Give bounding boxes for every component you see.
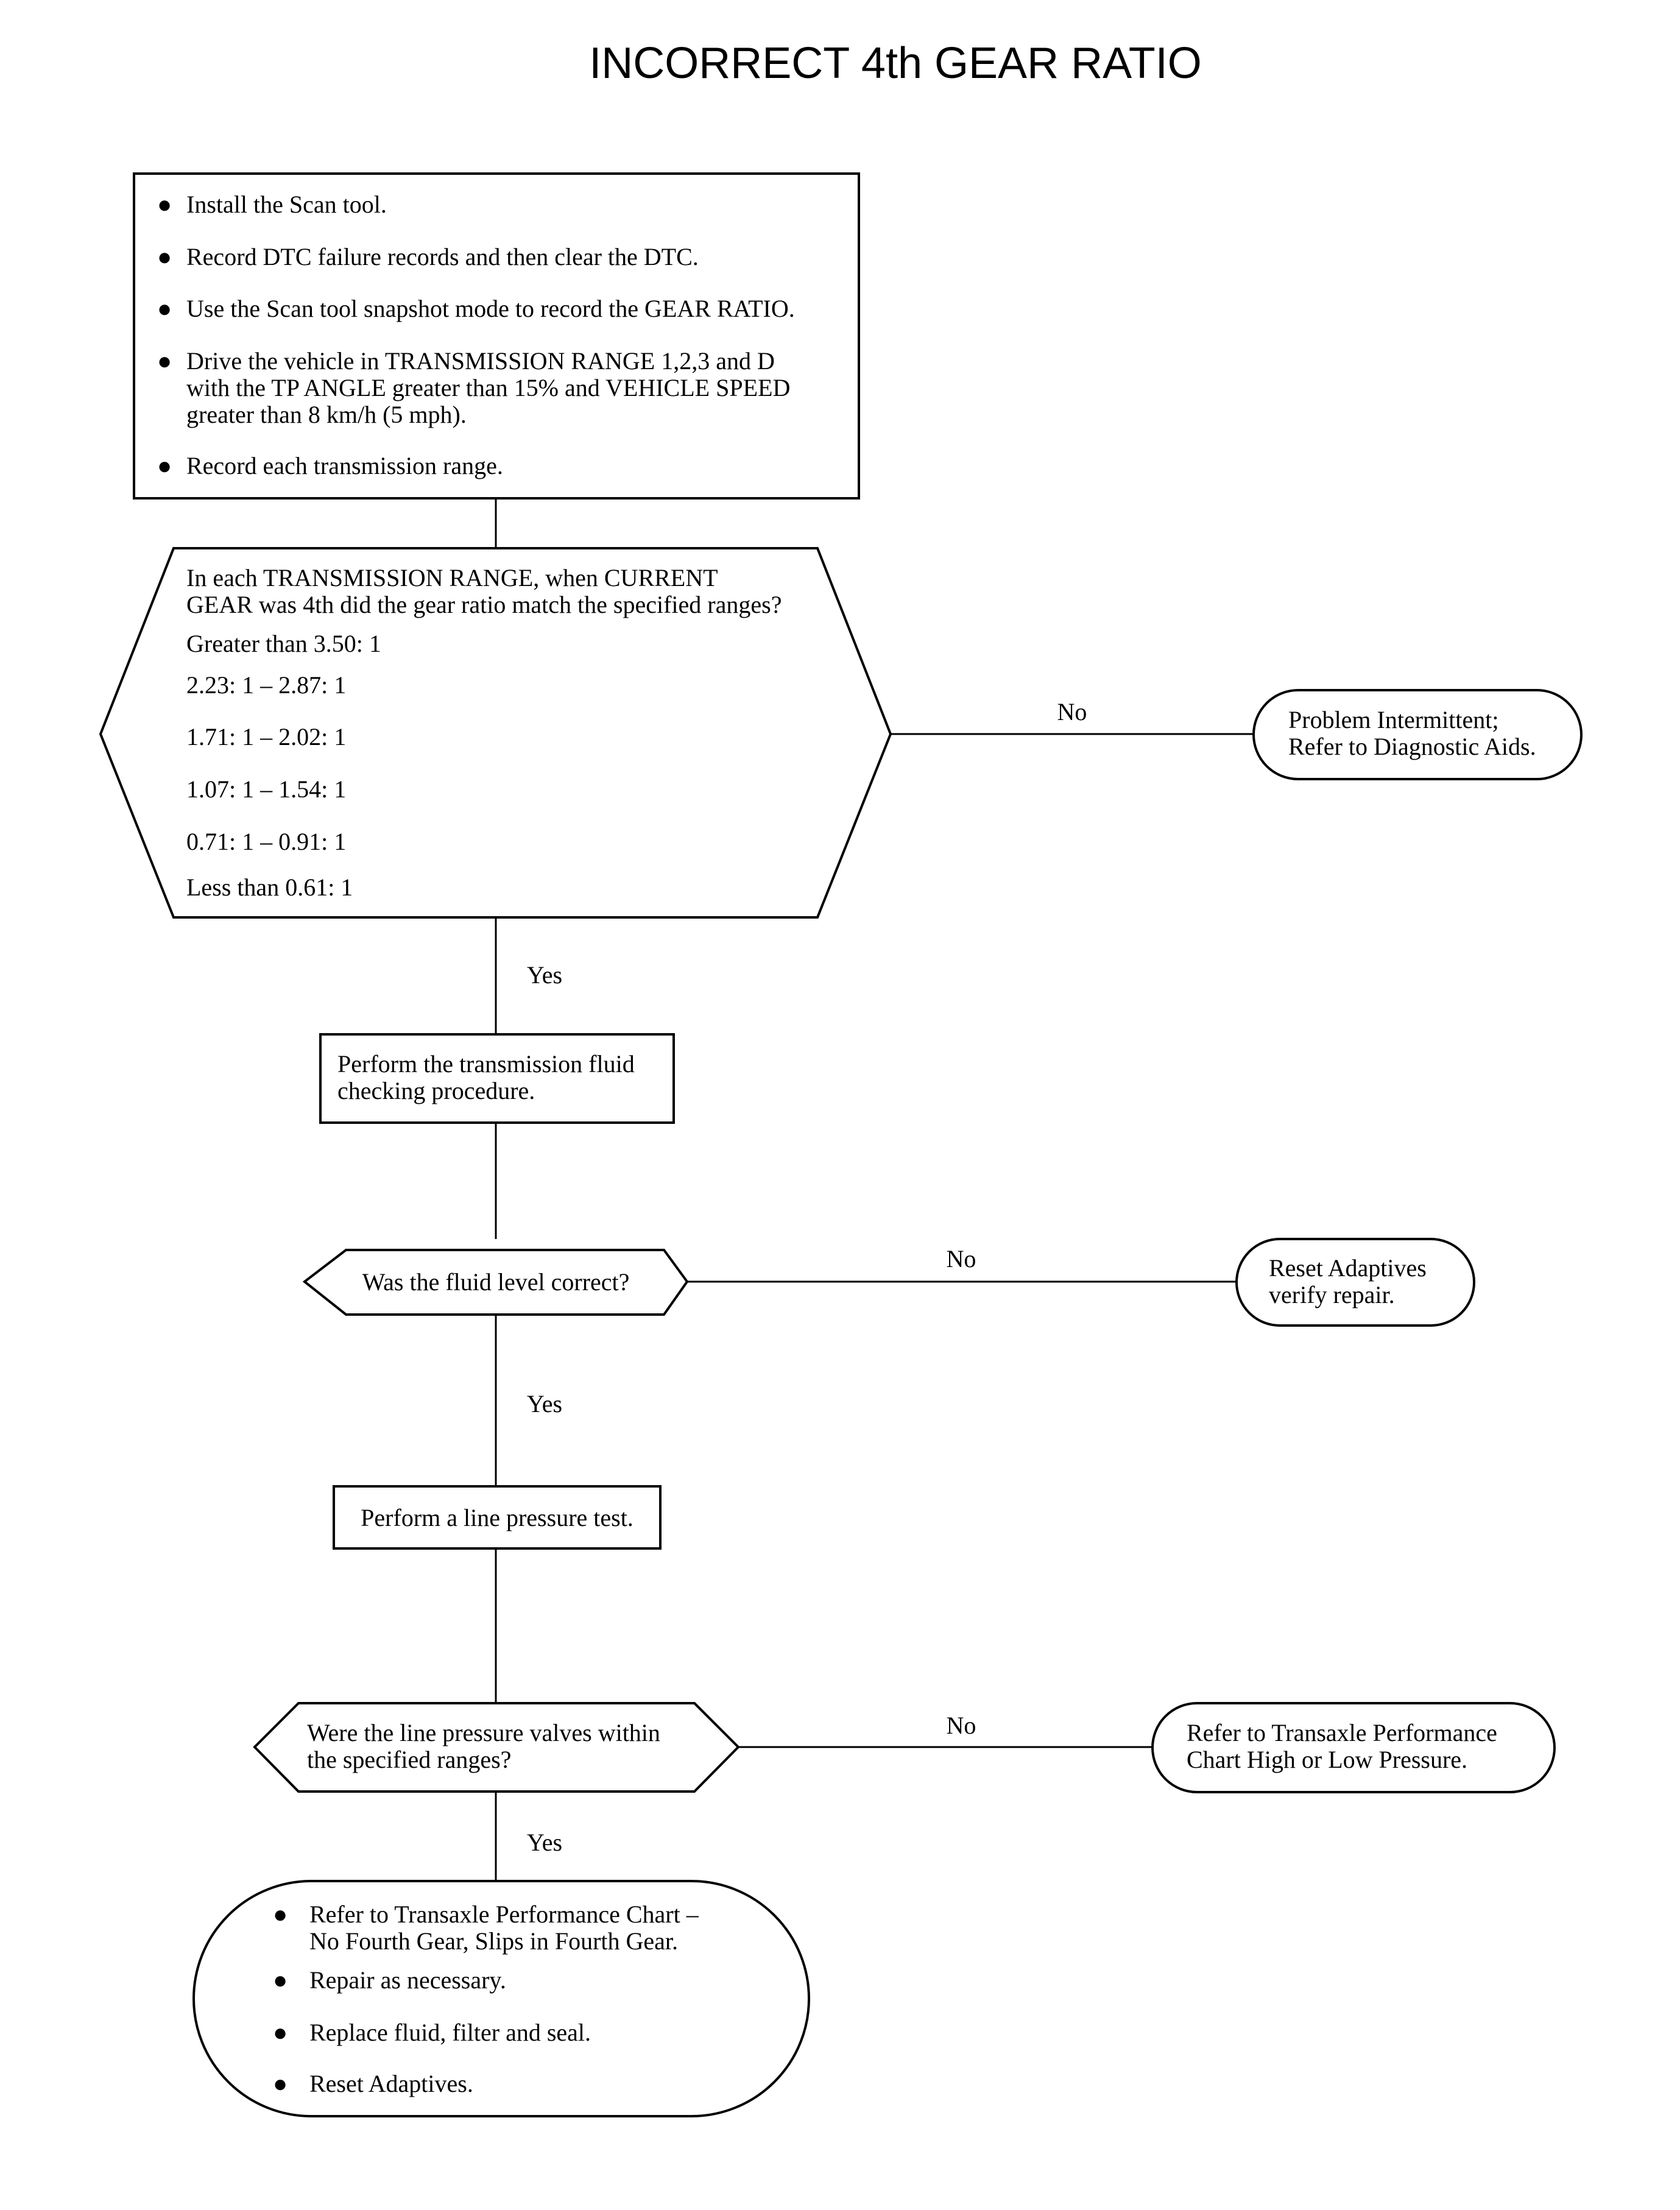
pressure-question-line-2: the specified ranges? [307,1746,511,1773]
terminal-final-actions [192,1880,810,2117]
start-step-4-line-1: Drive the vehicle in TRANSMISSION RANGE … [186,347,775,375]
ratio-range-2: 2.23: 1 – 2.87: 1 [186,671,346,699]
ratio-question-line-2: GEAR was 4th did the gear ratio match th… [186,591,782,618]
label-no-fluid: No [947,1245,976,1273]
process-line-pressure-test [333,1485,662,1550]
bullet-icon: ● [157,452,172,479]
decision-gear-ratio-text: In each TRANSMISSION RANGE, when CURRENT… [186,564,782,901]
label-yes-fluid: Yes [527,1390,562,1417]
decision-fluid-level [302,1249,689,1316]
bullet-icon: ● [157,347,172,375]
bullet-icon: ● [157,295,172,322]
terminal-problem-intermittent [1252,689,1583,780]
bullet-icon: ● [273,2070,288,2097]
intermittent-line-1: Problem Intermittent; [1288,706,1499,733]
terminal-reset-adaptives [1235,1238,1475,1327]
bullet-icon: ● [273,2019,288,2046]
start-step-1: Install the Scan tool. [186,191,387,218]
final-step-1-line-2: No Fourth Gear, Slips in Fourth Gear. [309,1927,678,1955]
intermittent-line-2: Refer to Diagnostic Aids. [1288,733,1536,760]
ratio-question-line-1: In each TRANSMISSION RANGE, when CURRENT [186,564,718,591]
start-step-5: Record each transmission range. [186,452,503,479]
start-instructions: ● Install the Scan tool. ● Record DTC fa… [157,191,795,479]
reset-line-1: Reset Adaptives [1269,1254,1427,1282]
pressure-question-line-1: Were the line pressure valves within [307,1719,660,1746]
final-step-4: Reset Adaptives. [309,2070,473,2097]
start-step-4-line-3: greater than 8 km/h (5 mph). [186,401,467,428]
final-step-2: Repair as necessary. [309,1966,506,1994]
label-no-pressure: No [947,1712,976,1739]
ratio-range-1: Greater than 3.50: 1 [186,630,381,657]
bullet-icon: ● [273,1966,288,1994]
bullet-icon: ● [157,191,172,218]
start-step-3: Use the Scan tool snapshot mode to recor… [186,295,795,322]
label-no-ratio: No [1057,698,1087,725]
start-instructions-box [133,172,860,500]
line-pressure-test-label: Perform a line pressure test. [361,1504,634,1531]
label-yes-pressure: Yes [527,1829,562,1856]
connectors [495,498,1254,1881]
final-step-3: Replace fluid, filter and seal. [309,2019,591,2046]
decision-line-pressure [253,1702,740,1793]
process-fluid-check [319,1033,675,1124]
bullet-icon: ● [273,1901,288,1928]
terminal-transaxle-performance [1151,1702,1556,1793]
final-actions: ● Refer to Transaxle Performance Chart –… [273,1901,699,2097]
page-title: INCORRECT 4th GEAR RATIO [589,39,1202,88]
start-step-4-line-2: with the TP ANGLE greater than 15% and V… [186,374,790,401]
performance-line-1: Refer to Transaxle Performance [1187,1719,1497,1746]
ratio-range-4: 1.07: 1 – 1.54: 1 [186,775,346,803]
reset-line-2: verify repair. [1269,1281,1395,1308]
fluid-check-line-1: Perform the transmission fluid [337,1050,635,1078]
ratio-range-3: 1.71: 1 – 2.02: 1 [186,723,346,750]
performance-line-2: Chart High or Low Pressure. [1187,1746,1467,1773]
start-step-2: Record DTC failure records and then clea… [186,243,699,270]
label-yes-ratio: Yes [527,961,562,989]
fluid-check-line-2: checking procedure. [337,1077,535,1104]
decision-gear-ratio [99,547,892,919]
ratio-range-6: Less than 0.61: 1 [186,874,353,901]
bullet-icon: ● [157,243,172,270]
fluid-level-question: Was the fluid level correct? [362,1268,630,1296]
final-step-1-line-1: Refer to Transaxle Performance Chart – [309,1901,699,1928]
ratio-range-5: 0.71: 1 – 0.91: 1 [186,828,346,855]
